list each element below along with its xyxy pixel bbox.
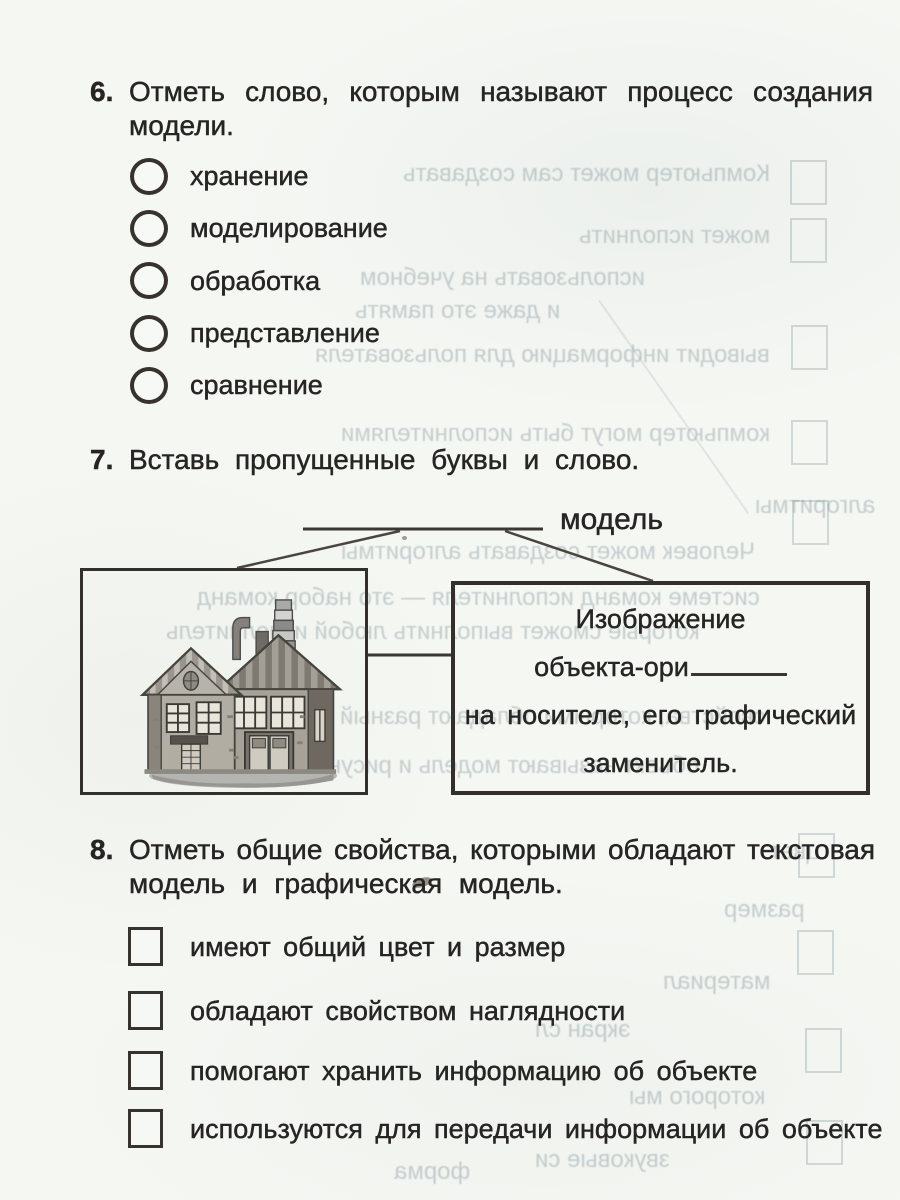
ink-dot — [402, 536, 407, 540]
checkbox-option-color-size[interactable] — [128, 927, 163, 966]
radio-option-modelirovanie[interactable] — [130, 210, 168, 247]
definition-line-1: Изображение — [575, 604, 746, 634]
radio-option-sravnenie[interactable] — [130, 367, 168, 404]
scheme-left-box — [80, 568, 368, 795]
question-7-heading: Вставь пропущенные буквы и слово. — [129, 444, 640, 475]
question-6-heading-line2: модели. — [129, 110, 234, 141]
question-6-heading-line1: Отметь слово, которым называют процесс с… — [129, 76, 873, 107]
question-8-heading-line1: Отметь общие свойства, которыми обладают… — [129, 834, 875, 865]
checkbox-option-transfer-information[interactable] — [128, 1109, 163, 1148]
scheme-answer-blank[interactable] — [303, 505, 543, 531]
checkbox-option-visual-clarity[interactable] — [128, 991, 163, 1030]
checkbox-label: имеют общий цвет и размер — [190, 932, 566, 962]
radio-option-khranenie[interactable] — [130, 158, 168, 195]
fill-in-blank[interactable] — [690, 669, 787, 676]
question-8-number: 8. — [90, 834, 114, 865]
checkbox-option-store-information[interactable] — [128, 1051, 163, 1090]
checkbox-label: обладают свойством наглядности — [190, 996, 626, 1026]
checkbox-label: помогают хранить информацию об объекте — [190, 1056, 758, 1086]
radio-label: сравнение — [190, 370, 323, 400]
radio-label: обработка — [190, 266, 321, 296]
definition-line-4: заменитель. — [583, 748, 738, 778]
radio-label: хранение — [190, 161, 309, 191]
house-model-illustration — [139, 599, 343, 788]
scheme-term-model: модель — [560, 503, 663, 536]
radio-option-predstavlenie[interactable] — [130, 315, 168, 352]
radio-label: представление — [190, 318, 380, 348]
checkbox-label: используются для передачи информации об … — [190, 1114, 883, 1144]
question-8-heading-line2: модель и графическая модель. — [129, 868, 563, 899]
question-7-number: 7. — [90, 444, 114, 475]
definition-line-3: на носителе, его графический — [464, 700, 857, 730]
definition-line-2: объекта-ори — [455, 643, 866, 691]
scheme-right-box: Изображение объекта-ори на носителе, его… — [451, 581, 870, 795]
radio-option-obrabotka[interactable] — [130, 262, 168, 299]
question-6-number: 6. — [90, 76, 114, 107]
radio-label: моделирование — [190, 213, 388, 243]
